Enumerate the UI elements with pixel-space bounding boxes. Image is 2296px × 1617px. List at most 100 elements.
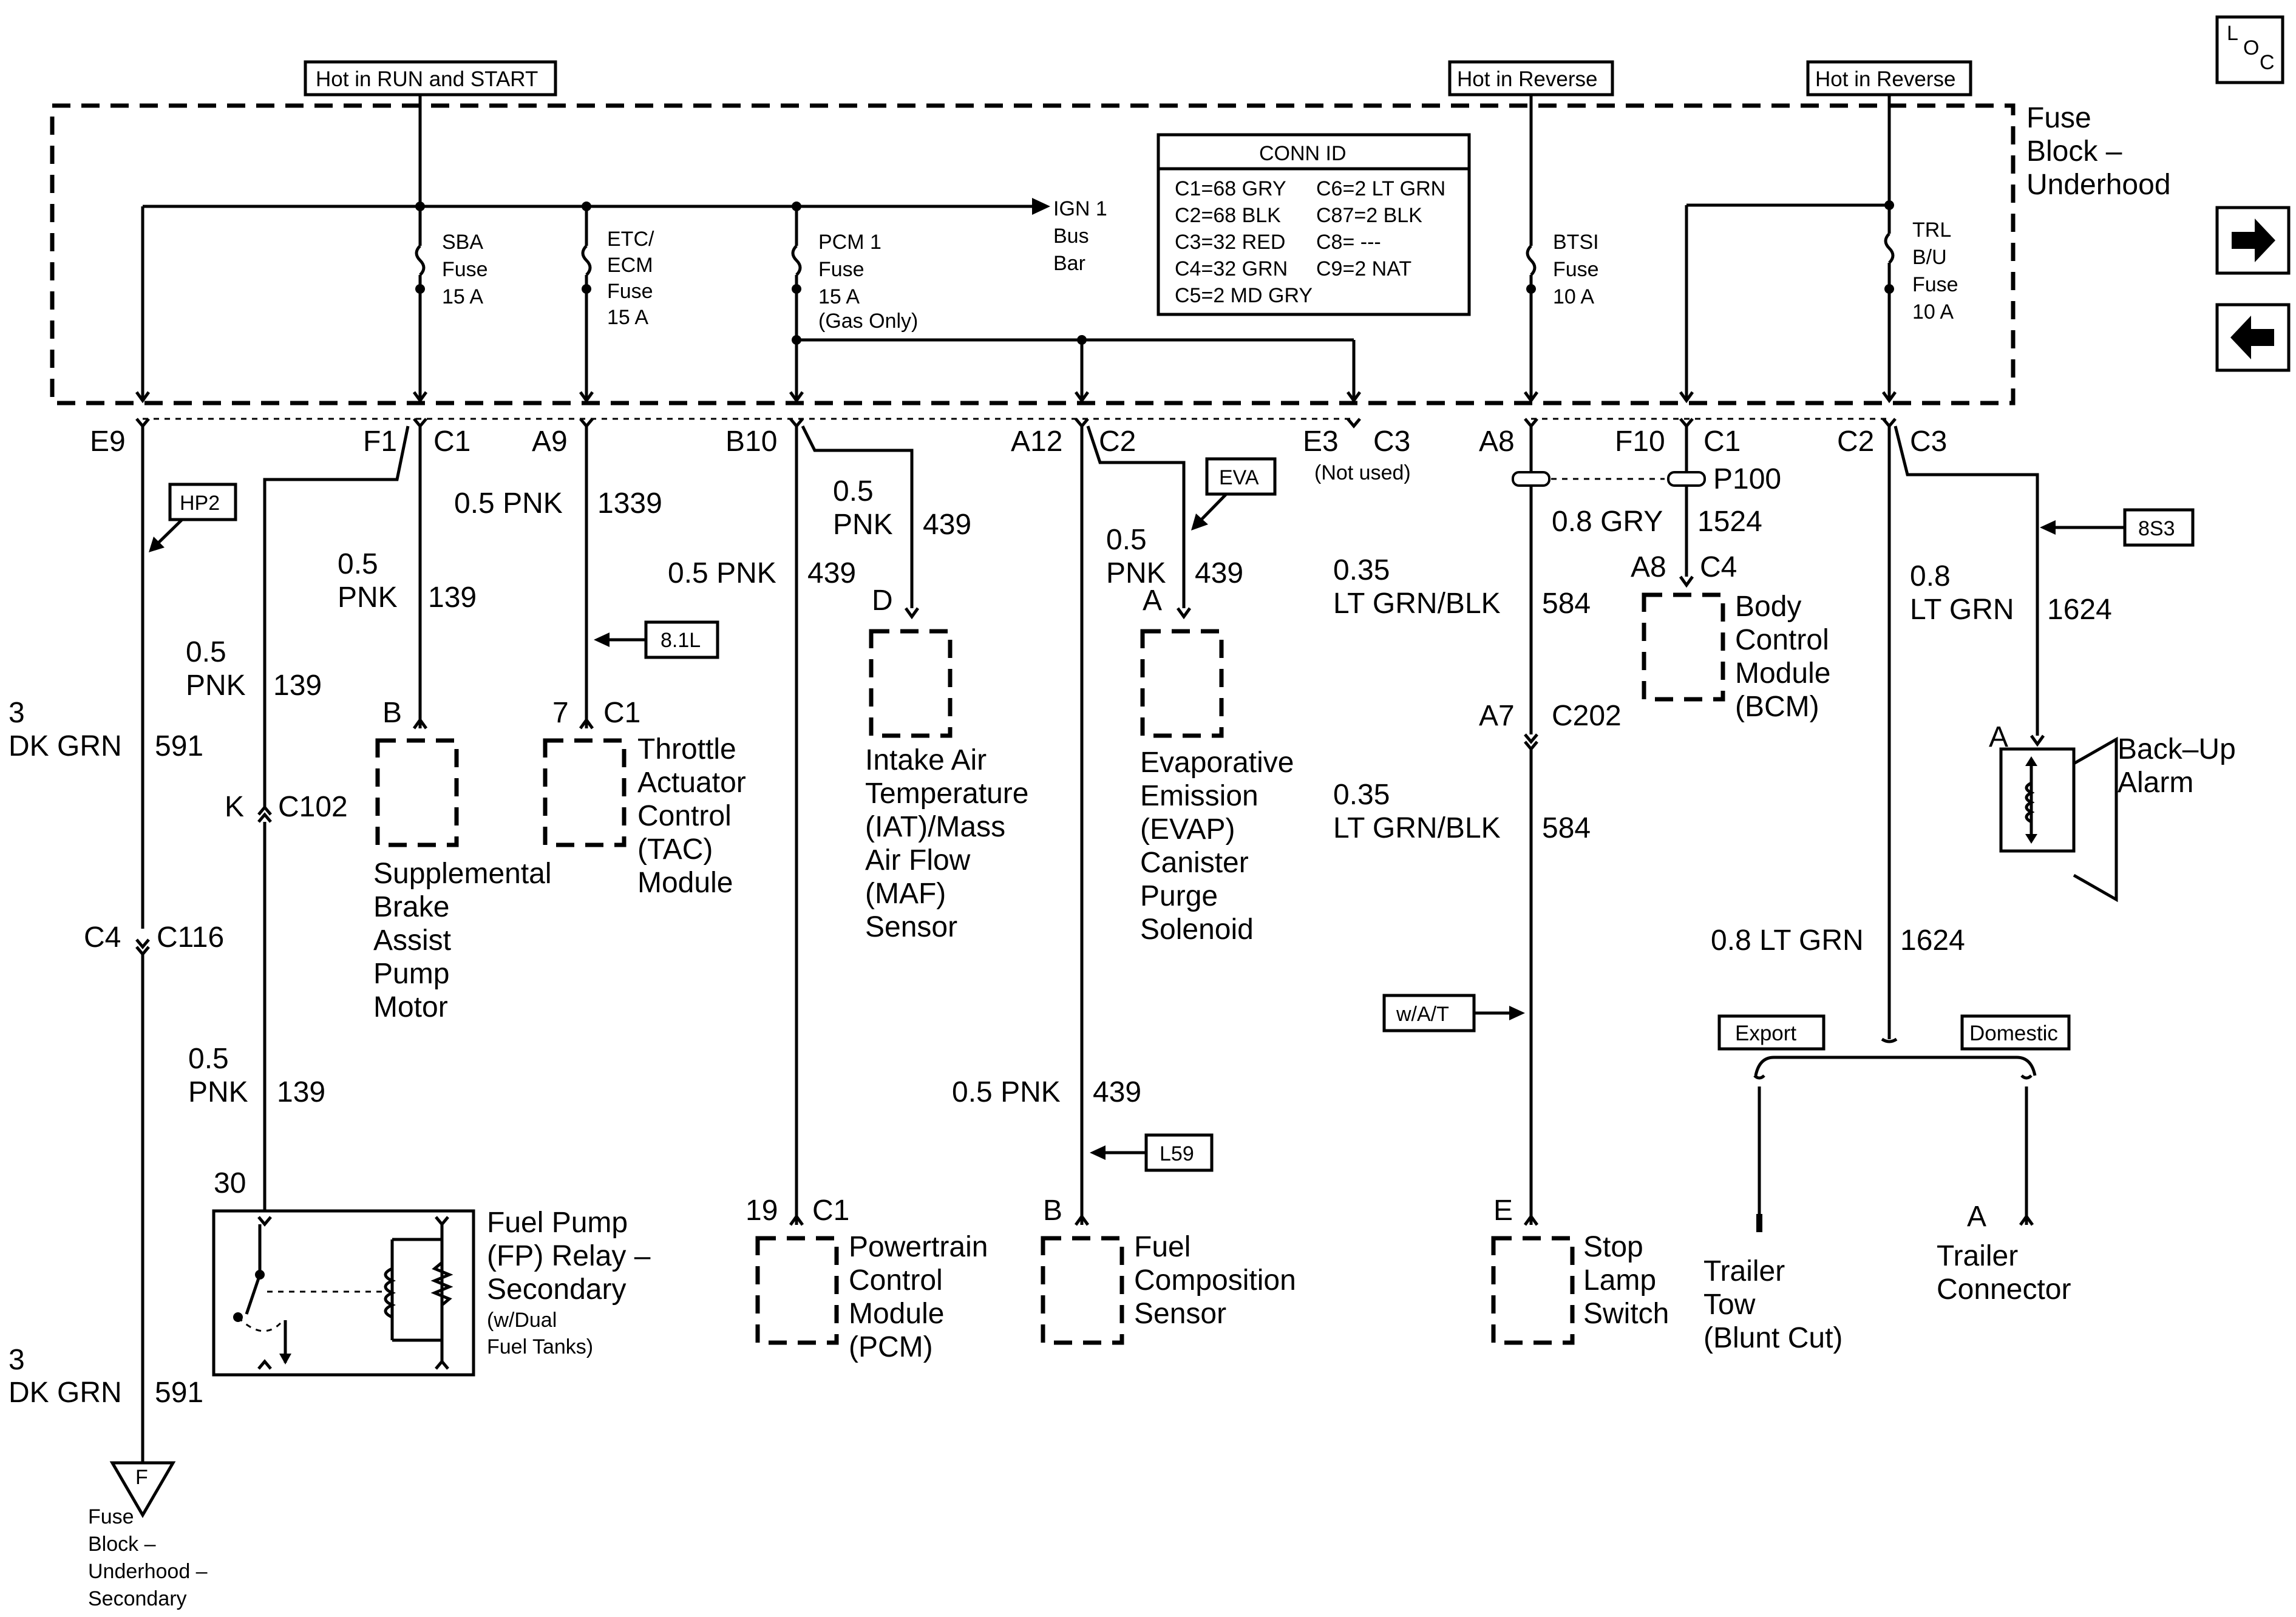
component-label: Supplemental [373, 858, 552, 890]
wire-139-fp [263, 425, 410, 807]
wire-label: 439 [807, 557, 856, 589]
component-label: Back–Up [2118, 733, 2236, 765]
wire-label: PNK [188, 1076, 248, 1108]
component-label: (Blunt Cut) [1703, 1322, 1843, 1354]
ref-8s3[interactable] [2123, 508, 2195, 547]
component-note: (w/Dual [487, 1309, 557, 1332]
conn-id-entry: C9=2 NAT [1316, 257, 1411, 280]
sba-fuse-label: 15 A [442, 285, 483, 308]
pin-a12: A12 [1011, 425, 1062, 458]
wire-label: 1624 [2047, 594, 2112, 626]
wire-label: LT GRN/BLK [1333, 812, 1501, 844]
conn-id-entry: C2=68 BLK [1175, 204, 1281, 227]
btsi-fuse-label: 10 A [1553, 285, 1594, 308]
pin-c4: C4 [84, 921, 121, 954]
component-label: Fuel Pump [487, 1207, 628, 1239]
wire-label: 139 [428, 581, 477, 614]
component-label: Powertrain [849, 1231, 988, 1263]
ref-hp2[interactable] [168, 483, 237, 521]
option-export-label: Export [1735, 1022, 1796, 1045]
option-domestic [1960, 1014, 2071, 1051]
pin-a: A [1143, 585, 1162, 617]
component-label: (PCM) [849, 1331, 933, 1363]
trl-fuse-icon [1884, 232, 1895, 264]
wire-label: 0.5 PNK [668, 557, 776, 589]
ign-bus-label-2: Bus [1053, 225, 1089, 248]
etc-fuse-label: Fuse [607, 280, 653, 303]
evap-canister-purge-solenoid [1140, 629, 1224, 738]
prev-arrow-icon[interactable] [2215, 303, 2291, 372]
pcm-fuse-icon [791, 245, 802, 276]
ref-w-a-t[interactable] [1382, 994, 1476, 1032]
loc-icon[interactable] [2215, 15, 2284, 84]
conn-id-table [1156, 133, 1471, 316]
component-label: Canister [1140, 847, 1249, 879]
conn-id-entry: C4=32 GRN [1175, 257, 1288, 280]
conn-id-entry: C87=2 BLK [1316, 204, 1422, 227]
pin-e9: E9 [90, 425, 126, 458]
wire-label: LT GRN/BLK [1333, 588, 1501, 620]
wire-label: 439 [1093, 1076, 1141, 1108]
wire-label: 0.5 [1106, 524, 1147, 556]
component-label: Tow [1703, 1289, 1756, 1321]
fuse-block-boundary [50, 103, 2016, 405]
component-label: Pump [373, 958, 449, 990]
loc-icon-o: O [2243, 36, 2259, 59]
option-domestic-label: Domestic [1969, 1022, 2058, 1045]
ref-w-a-t-label: w/A/T [1396, 1003, 1449, 1026]
next-arrow-icon[interactable] [2215, 206, 2291, 275]
wire-label: 0.8 [1910, 560, 1951, 592]
component-label: Solenoid [1140, 914, 1254, 946]
component-label: Switch [1583, 1298, 1669, 1330]
pcm-fuse-label: 15 A [818, 285, 860, 308]
wire-label: 3 [8, 1344, 25, 1376]
etc-fuse-icon [581, 245, 592, 276]
pin-c1: C1 [1703, 425, 1741, 458]
supplemental-brake-assist-motor [375, 738, 459, 847]
wire-439-iat [801, 425, 914, 608]
pin-30: 30 [214, 1167, 246, 1199]
wire-label: 0.8 LT GRN [1711, 924, 1864, 957]
component-note: Fuel Tanks) [487, 1335, 593, 1358]
option-split-icon [1881, 1037, 1898, 1043]
ref-8-1l-label: 8.1L [661, 629, 701, 652]
pin-7: 7 [552, 697, 569, 729]
pin-19: 19 [746, 1195, 778, 1227]
pin-c2: C2 [1837, 425, 1874, 458]
sba-fuse-label: Fuse [442, 258, 488, 281]
ref-eva[interactable] [1205, 457, 1277, 496]
etc-fuse-label: ETC/ [607, 228, 654, 251]
component-label: (TAC) [637, 833, 713, 866]
wire-label: 439 [1195, 557, 1243, 589]
hot-reverse-label-1: Hot in Reverse [1457, 67, 1597, 91]
fuse-block-label-1: Fuse [2026, 102, 2091, 134]
sba-fuse-icon [415, 245, 426, 276]
pin-a9: A9 [532, 425, 568, 458]
component-label: Actuator [637, 767, 746, 799]
pin-a8: A8 [1631, 551, 1666, 583]
pin-c3: C3 [1910, 425, 1947, 458]
ground-note: Block – [88, 1533, 156, 1556]
stop-lamp-switch [1491, 1236, 1575, 1345]
component-label: Secondary [487, 1273, 626, 1306]
conn-id-title: CONN ID [1259, 142, 1347, 165]
wire-label: PNK [833, 509, 893, 541]
btsi-fuse-label: BTSI [1553, 231, 1599, 254]
pin-c2: C2 [1099, 425, 1136, 458]
component-label: Module [637, 867, 733, 899]
component-label: Composition [1134, 1264, 1296, 1297]
pin-a: A [1967, 1201, 1986, 1233]
ref-8-1l[interactable] [644, 620, 719, 659]
pin-p100: P100 [1713, 463, 1781, 495]
component-label: (IAT)/Mass [865, 811, 1005, 843]
relay-resistor-icon [430, 1261, 453, 1306]
pin-c3: C3 [1373, 425, 1410, 458]
component-label: Module [849, 1298, 944, 1330]
wire-label: LT GRN [1910, 594, 2014, 626]
ground-note: Secondary [88, 1587, 187, 1610]
btsi-fuse-label: Fuse [1553, 258, 1599, 281]
pin-c202: C202 [1552, 700, 1622, 732]
iat-maf-sensor [869, 629, 953, 738]
component-label: Module [1735, 657, 1830, 690]
